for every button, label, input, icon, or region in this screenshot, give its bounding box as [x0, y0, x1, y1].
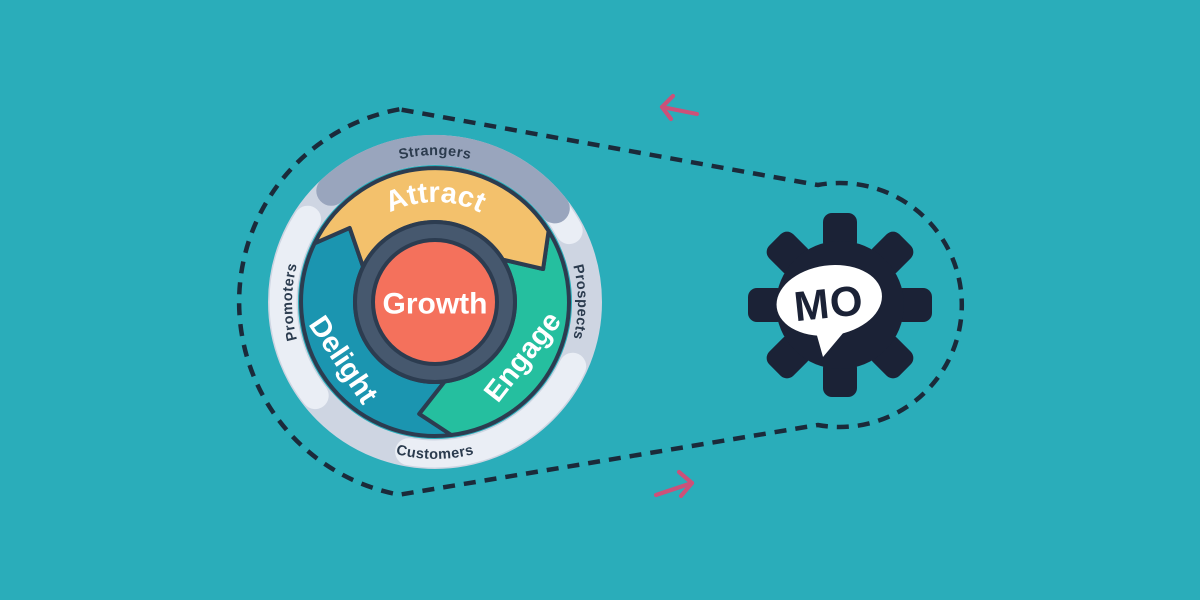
speech-bubble-icon	[776, 265, 882, 357]
outer-ring-highlight-bottom	[395, 352, 587, 468]
outer-ring-top-arc	[316, 134, 570, 224]
ring-label-strangers: Strangers	[397, 143, 473, 163]
loop-arrow-top-icon	[659, 93, 700, 122]
ring-label-prospects: Prospects	[569, 263, 590, 341]
ring-label-customers: Customers	[395, 442, 475, 463]
growth-label: Growth	[383, 288, 488, 321]
ring-label-promoters: Promoters	[280, 261, 301, 342]
loop-arrow-bottom-icon	[653, 469, 695, 499]
gear-logo-label: MO	[792, 276, 866, 330]
growth-circle	[371, 238, 499, 366]
dashed-loop-path	[236, 107, 964, 497]
flywheel: Attract Engage Delight Growth Strangers …	[268, 134, 602, 469]
gear-icon: MO	[748, 213, 932, 397]
outer-ring-highlight-left	[269, 205, 329, 410]
